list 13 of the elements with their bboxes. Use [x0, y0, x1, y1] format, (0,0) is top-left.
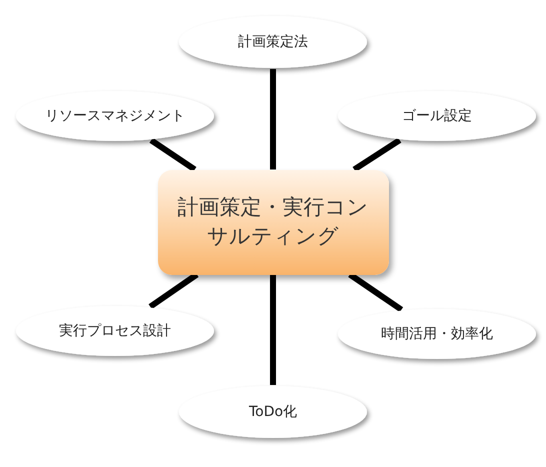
center-box	[158, 170, 388, 274]
connector-line	[149, 138, 196, 172]
connector-line	[270, 69, 276, 170]
node-label: ToDo化	[248, 403, 298, 421]
node-label: 実行プロセス設計	[59, 322, 171, 340]
connector-line	[352, 138, 402, 172]
node-label: 計画策定・実行コンサルティング	[176, 194, 370, 250]
node-label: ゴール設定	[402, 107, 472, 125]
node-label: 時間活用・効率化	[381, 325, 493, 343]
connector-line	[270, 274, 276, 385]
node-label: 計画策定法	[238, 33, 308, 51]
node-label: リソースマネジメント	[45, 107, 185, 125]
connector-line	[148, 272, 199, 310]
